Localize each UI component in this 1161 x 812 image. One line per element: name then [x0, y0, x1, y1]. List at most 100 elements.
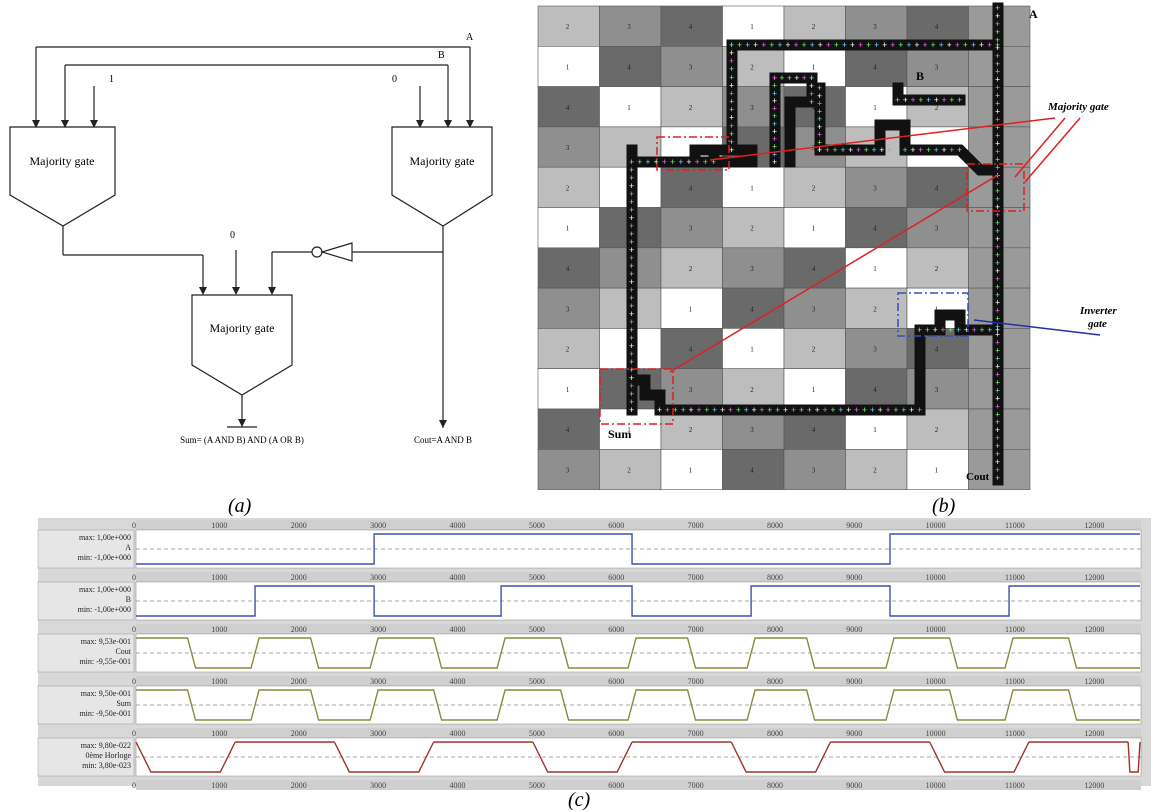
qca-cell: + [825, 145, 830, 155]
qca-cell: + [817, 130, 822, 140]
grid-cell [783, 448, 846, 490]
qca-cell: + [846, 405, 851, 415]
grid-cell-label: 3 [689, 225, 693, 233]
qca-cell: + [629, 173, 634, 183]
signal-label-text: min: -1,00e+000 [78, 605, 131, 614]
qca-cell: + [866, 40, 871, 50]
grid-cell-label: 2 [812, 184, 816, 192]
qca-wire [626, 144, 1004, 416]
gate-left-label: Majority gate [30, 154, 95, 168]
grid-cell-label: 4 [689, 346, 693, 354]
qca-cell: + [729, 145, 734, 155]
qca-cell: + [934, 95, 939, 105]
qca-cell: + [979, 325, 984, 335]
time-axis [136, 728, 1141, 738]
qca-cell: + [817, 83, 822, 93]
qca-cell: + [629, 381, 634, 391]
majority-box-right [966, 163, 1025, 212]
qca-cell: + [769, 40, 774, 50]
qca-wire [726, 144, 758, 168]
qca-cell: + [909, 405, 914, 415]
qca-cell: + [995, 40, 1000, 50]
panel-c-label: (c) [568, 789, 591, 811]
grid-cell-label: 1 [873, 265, 877, 273]
grid-cell-label: 1 [689, 466, 693, 474]
grid-cell [783, 166, 846, 208]
qca-cell: + [898, 40, 903, 50]
time-tick-label: 9000 [846, 677, 862, 686]
grid-cell-label: 2 [812, 346, 816, 354]
qca-cell: + [794, 73, 799, 83]
grid-cell-label: 4 [689, 23, 693, 31]
qca-cell: + [885, 405, 890, 415]
qca-cell: + [834, 40, 839, 50]
qca-cell: + [695, 157, 700, 167]
time-tick-label: 6000 [608, 729, 624, 738]
grid-cell-label: 3 [750, 104, 754, 112]
qca-cell: + [858, 40, 863, 50]
signal-label-box [37, 685, 135, 725]
time-tick-label: 11000 [1005, 521, 1025, 530]
time-tick-label: 8000 [767, 677, 783, 686]
qca-cell: + [995, 99, 1000, 109]
grid-cell-label: 3 [566, 305, 570, 313]
time-tick-label: 3000 [370, 573, 386, 582]
grid-cell-label: 1 [812, 63, 816, 71]
time-tick-label: 7000 [688, 625, 704, 634]
qca-cell: + [791, 405, 796, 415]
qca-cell: + [995, 59, 1000, 69]
qca-cell: + [906, 40, 911, 50]
time-tick-label: 12000 [1084, 781, 1104, 790]
qca-wire [626, 150, 738, 168]
qca-cell: + [772, 81, 777, 91]
signal-label-text: 0ème Horloge [85, 751, 131, 760]
grid-cell [599, 86, 662, 128]
inverter-annotation-line1: Inverter [1079, 305, 1117, 317]
schematic-panel: A B 1 0 0 Majority gate Majority gate Ma… [9, 32, 493, 517]
grid-cell [599, 5, 662, 47]
qca-cell: + [995, 433, 1000, 443]
qca-cell: + [729, 129, 734, 139]
grid-cell [660, 86, 723, 128]
qca-cell: + [772, 149, 777, 159]
qca-cell: + [926, 145, 931, 155]
qca-cell: + [629, 341, 634, 351]
signal-label-text: A [125, 543, 131, 552]
time-tick-label: 6000 [608, 625, 624, 634]
grid-cell [783, 368, 846, 410]
qca-cell: + [629, 277, 634, 287]
qca-cell: + [802, 40, 807, 50]
qca-cell: + [995, 67, 1000, 77]
time-tick-label: 9000 [846, 729, 862, 738]
time-tick-label: 2000 [291, 625, 307, 634]
qca-cell: + [995, 354, 1000, 364]
signal-plot-area [135, 737, 1142, 777]
grid-cell-label: 2 [689, 265, 693, 273]
grid-cell-label: 4 [812, 426, 816, 434]
qca-cell: + [995, 330, 1000, 340]
qca-cell: + [995, 369, 1000, 379]
time-tick-label: 1000 [211, 677, 227, 686]
grid-cell-label: 1 [812, 386, 816, 394]
qca-cell: + [987, 40, 992, 50]
qca-cell: + [995, 138, 1000, 148]
qca-cell: + [681, 405, 686, 415]
layout-cout-label: Cout [966, 471, 990, 483]
qca-cell: + [850, 40, 855, 50]
qca-cell: + [817, 99, 822, 109]
grid-cell [845, 166, 908, 208]
qca-cell: + [629, 157, 634, 167]
grid-cell-label: 3 [566, 466, 570, 474]
signal-waveform [136, 533, 1140, 565]
qca-cell: + [995, 27, 1000, 37]
grid-cell-label: 2 [627, 466, 631, 474]
qca-cell: + [917, 325, 922, 335]
qca-cell: + [744, 405, 749, 415]
qca-cell: + [995, 266, 1000, 276]
grid-cell-label: 4 [873, 386, 877, 394]
qca-cell: + [775, 405, 780, 415]
qca-cell: + [934, 145, 939, 155]
grid-cell-label: 3 [873, 184, 877, 192]
layout-a-label: A [1029, 7, 1038, 21]
qca-cell: + [949, 145, 954, 155]
